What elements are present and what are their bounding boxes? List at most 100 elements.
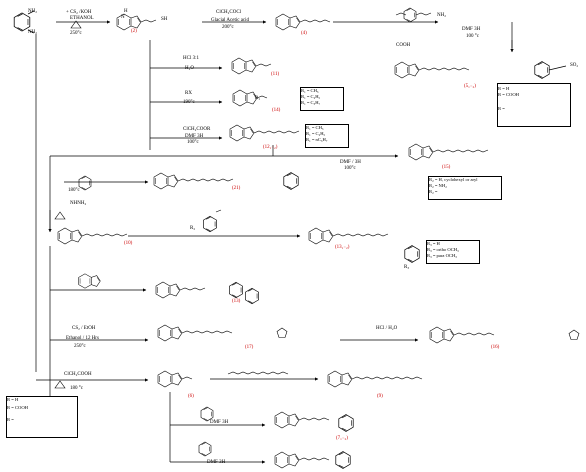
carboxyl-group: COOH — [396, 43, 411, 48]
amine-group-top: NH₂ — [28, 9, 37, 14]
substituent-r2-h: R₂ = H, cyclohexyl or aryl — [429, 177, 478, 182]
compound-13-label: (13₁₋₂) — [335, 245, 350, 250]
compound-11-label: (11) — [271, 72, 280, 77]
benzimidazole-15 — [408, 143, 434, 161]
r3-group: R₃ — [404, 265, 410, 270]
aminopyridine-ring — [198, 441, 212, 457]
substituent-ester-methyl: R₁ = CH₃ — [306, 125, 324, 130]
reagent-dmf-3h-mid: DMF 3H — [185, 134, 204, 139]
phenyl-aniline-21 — [78, 175, 92, 191]
chain-12 — [253, 130, 300, 134]
imidazole-n: N — [121, 15, 125, 20]
reagent-rx: RX — [185, 91, 192, 96]
phthalimide-ring-b — [245, 287, 259, 305]
heat-symbol-3 — [54, 380, 66, 389]
chain-17 — [181, 330, 233, 334]
heat-symbol-1 — [70, 20, 82, 29]
benzimidazole-12 — [229, 124, 255, 142]
phthalic-anhydride — [78, 273, 101, 289]
compound-7-label: (7₁₋₂) — [336, 436, 348, 441]
reagent-cs2-etoh: CS₂ / EtOH — [72, 326, 96, 331]
hydrazine-group: NHNH₂ — [70, 201, 87, 206]
amine-bond-top — [27, 10, 35, 15]
chain-9 — [351, 376, 423, 380]
aldehyde-ring — [203, 215, 217, 233]
oxadiazole-ring-17 — [276, 327, 288, 338]
reagent-dmf-3h-low1: DMF 3H — [210, 420, 229, 425]
aniline-chain-left — [395, 12, 407, 16]
reagent-hcl-water: HCl / H₂O — [376, 326, 398, 331]
reagent-glacial-acetic: Glacial Acetic acid — [211, 18, 250, 23]
reagent-cs2-koh: + CS₂ /KOH — [66, 10, 92, 15]
reagent-chain-9 — [227, 371, 289, 375]
benzimidazole-11 — [231, 57, 257, 75]
substituent-r-h: R = H — [498, 86, 510, 91]
benzimidazole-6 — [157, 370, 183, 388]
chain-5 — [418, 67, 470, 71]
reagent-dmf-3h-right: DMF / 3H — [340, 160, 361, 165]
imidazole-h: H — [124, 9, 128, 14]
sulfonyl-group: SO₂ — [570, 63, 579, 68]
reagent-temp-180-b: 180 °c — [70, 386, 83, 391]
reagent-temp-190: 190°c — [183, 100, 195, 105]
substituent-r3-ortho: R₃ = ortho OCH₃ — [427, 247, 459, 252]
compound-6-label: (6) — [188, 394, 194, 399]
substituent-ester-ethyl: R₁ = C₂H₅ — [306, 131, 326, 136]
substituent-box-r1-alkyl: R₁ = CH₃ R₁ = C₂H₅ R₁ = C₃H₇ — [300, 87, 344, 111]
compound-4-label: (4) — [301, 31, 307, 36]
reagent-chloroacetic-acid: ClCH₂COOH — [64, 372, 92, 377]
amine-bond-bottom — [27, 29, 35, 34]
heat-symbol-2 — [54, 211, 66, 220]
r1-group: R₁ — [255, 96, 261, 101]
substituent-r3-h: R₃ = H — [427, 241, 440, 246]
compound-10-label: (10) — [124, 241, 133, 246]
reagent-temp-250: 250°c — [70, 31, 82, 36]
reagent-dmf-3h-low2: DMF 3H — [207, 460, 226, 465]
phenyl-ring-5 — [534, 61, 550, 79]
compound-14-label: (14) — [272, 108, 281, 113]
chain-16 — [453, 332, 495, 336]
thiol-chain-2 — [140, 19, 157, 23]
substituent-box-r3: R₃ = H R₃ = ortho OCH₃ R₃ = para OCH₃ — [426, 240, 480, 264]
reagent-temp-200: 200°c — [222, 25, 234, 30]
aniline-ring-7 — [200, 406, 214, 422]
chain-13b — [179, 287, 206, 291]
reagent-temp-180: 180°c — [68, 188, 80, 193]
benzimidazole-16 — [429, 326, 455, 344]
compound-5-label: (5₁₋₂) — [464, 84, 476, 89]
compound-2-label: (2) — [131, 29, 137, 34]
substituent-r-cooh: R = COOH — [498, 92, 519, 97]
substituent-lower-r-thiazole: R = — [7, 417, 14, 422]
substituent-r2-phenyl: R₂ = — [429, 189, 438, 194]
reagent-ethanol-12hrs: Ethanol / 12 Hrs — [66, 336, 99, 341]
chain-13-hydrazone — [332, 233, 389, 237]
aldehyde-chain — [215, 209, 222, 213]
benzimidazole-13-hydrazone — [308, 227, 334, 245]
compound-12-label: (12₁₋₂) — [263, 145, 278, 150]
substituent-box-r2: R₂ = H, cyclohexyl or aryl R₂ = NH₂ R₂ = — [428, 176, 502, 200]
benzimidazole-14 — [232, 89, 258, 107]
benzimidazole-4 — [275, 13, 301, 31]
benzimidazole-7b — [274, 451, 300, 469]
substituent-r1-methyl: R₁ = CH₃ — [301, 88, 319, 93]
reagent-water: H₂O — [185, 66, 194, 71]
benzimidazole-5 — [394, 61, 420, 79]
pyridine-ring-7b — [335, 451, 351, 469]
chain-15 — [432, 149, 489, 153]
substituent-r1-ethyl: R₁ = C₂H₅ — [301, 94, 321, 99]
reagent-dmf-3h-top: DMF 3H — [462, 27, 481, 32]
compound-21-label: (21) — [232, 186, 241, 191]
benzimidazole-9 — [327, 370, 353, 388]
reagent-temp-250-b: 250°c — [74, 344, 86, 349]
compound-17-label: (17) — [245, 345, 254, 350]
substituent-lower-r-h: R = H — [7, 397, 19, 402]
substituent-r3-para: R₃ = para OCH₃ — [427, 253, 457, 258]
substituent-box-r-lower: R = H R = COOH R = — [6, 396, 78, 438]
chain-11 — [255, 63, 272, 67]
benzimidazole-10 — [57, 227, 83, 245]
reagent-temp-100-mid: 100°c — [187, 140, 199, 145]
reagent-chloroacetate-ester: ClCH₂COOR — [183, 127, 211, 132]
substituent-r1-propyl: R₁ = C₃H₇ — [301, 100, 321, 105]
chain-14 — [256, 95, 268, 99]
